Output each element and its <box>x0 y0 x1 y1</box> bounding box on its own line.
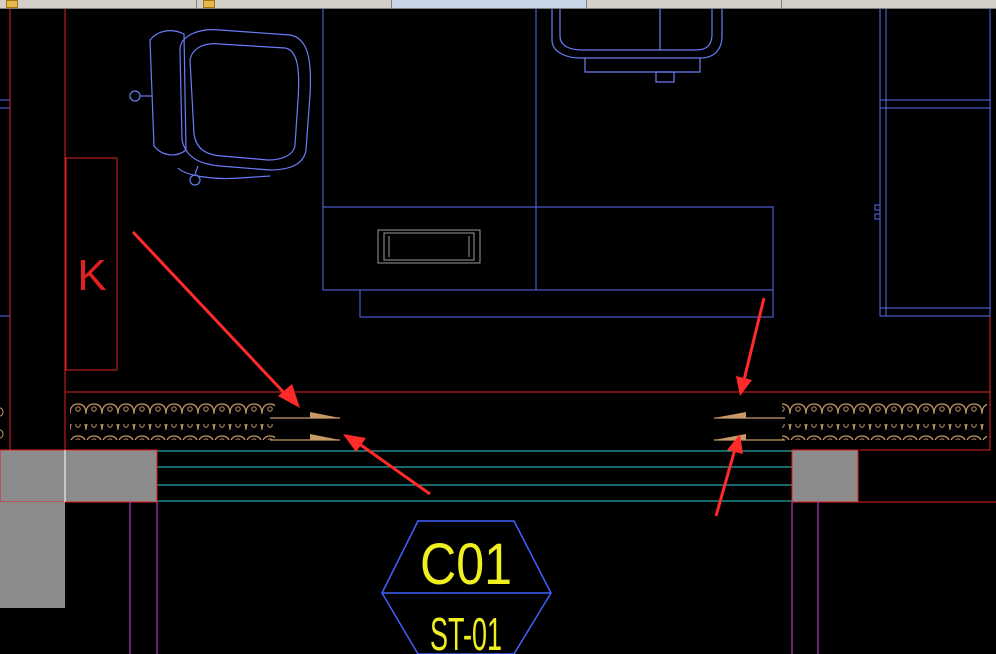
folder-icon <box>6 0 18 8</box>
red-arrow-3 <box>736 297 766 396</box>
toolbar-tab-2[interactable] <box>197 0 392 8</box>
columns <box>0 449 859 608</box>
toolbar-tab-1[interactable] <box>0 0 197 8</box>
curtain-right <box>714 402 987 441</box>
tag-code: C01 <box>420 532 512 597</box>
red-arrow-4 <box>714 434 743 517</box>
cad-drawing-canvas[interactable]: K <box>0 9 996 654</box>
room-label: K <box>77 251 106 300</box>
keyboard-icon <box>377 229 481 264</box>
office-chair-icon <box>129 29 312 186</box>
magenta-lines <box>129 502 819 654</box>
wardrobe-right <box>874 9 991 317</box>
cabinet-outline <box>65 157 118 371</box>
toolbar-tab-3[interactable] <box>392 0 587 8</box>
toolbar-tab-5[interactable] <box>782 0 996 8</box>
folder-icon <box>203 0 215 8</box>
wardrobe-left <box>0 99 10 317</box>
chair-top-icon <box>551 9 723 83</box>
toolbar-tab-4[interactable] <box>587 0 782 8</box>
material-tag[interactable]: C01 ST-01 <box>381 520 552 654</box>
tag-sub: ST-01 <box>430 608 502 654</box>
red-arrow-2 <box>343 434 431 496</box>
curtain-edge-left <box>0 407 4 439</box>
desk[interactable] <box>322 9 774 318</box>
curtain-left <box>70 402 340 441</box>
cad-toolbar <box>0 0 996 9</box>
red-arrow-1 <box>131 230 300 408</box>
cabinet-k[interactable]: K <box>65 157 118 371</box>
curtain-rail <box>157 450 792 502</box>
